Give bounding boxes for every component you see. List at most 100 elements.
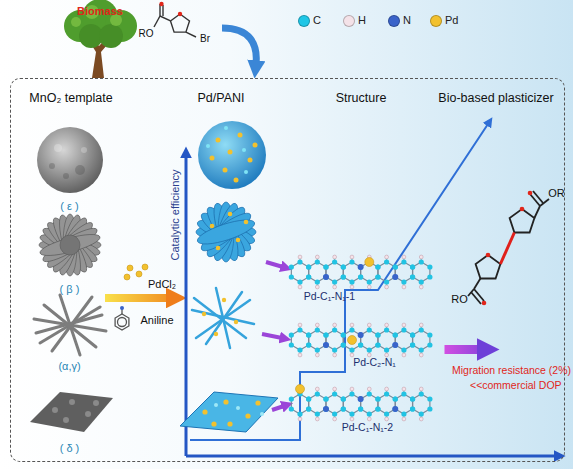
legend-label: Pd — [445, 14, 458, 27]
result-note: Migration resistance (2%) — [452, 364, 571, 376]
structure-model: Pd-C₁-N₁-1 — [290, 256, 445, 308]
pd-pani-rods — [202, 298, 238, 336]
pd-pani-sphere — [242, 148, 246, 152]
epsilon-mno2-sphere — [81, 147, 87, 153]
atom-label: RO — [139, 28, 154, 40]
pani-structure-strip — [289, 255, 433, 289]
delta-mno2-sheet — [30, 392, 113, 432]
tree-illustration — [71, 17, 81, 27]
beta-mno2-flower — [60, 235, 80, 255]
bromofuroate-molecule — [171, 14, 190, 32]
pani-structure-strip — [296, 385, 305, 394]
pd-pani-rods — [206, 292, 242, 344]
bifuran-diester-molecule — [476, 255, 501, 279]
structure-model: Pd-C₂-N₁ — [290, 324, 445, 376]
bromofuroate-molecule — [178, 12, 182, 16]
node-label: ( ε ) — [60, 200, 78, 213]
bromofuroate-molecule — [186, 32, 196, 37]
bromofuroate-molecule — [154, 16, 160, 27]
pdcl2-particles — [124, 274, 130, 280]
template-image: ( δ ) — [30, 385, 110, 459]
pd-pani-flower — [210, 212, 249, 251]
pdcl2-particles — [136, 271, 142, 277]
pd-pani-rods — [234, 320, 238, 324]
delta-mno2-sheet — [52, 407, 58, 413]
delta-mno2-sheet — [93, 400, 99, 406]
bifuran-diester-molecule — [474, 279, 480, 290]
pd-pani-sphere — [248, 158, 253, 163]
pd-pani-sphere — [210, 133, 258, 183]
pd-pani-rods — [192, 288, 254, 348]
alpha-gamma-mno2-rods — [34, 295, 106, 355]
pd-pani-sphere — [206, 144, 210, 148]
bifuran-diester-molecule — [530, 194, 540, 206]
pd-pani-sheet — [223, 399, 228, 404]
reaction-arrow — [445, 345, 478, 354]
node-label: Pd-C₁-N₁-2 — [342, 421, 393, 433]
bifuran-diester-molecule — [534, 206, 540, 218]
pdcl2-particles — [142, 264, 148, 270]
pd-pani-rods — [202, 312, 206, 316]
pd-pani-sheet — [245, 413, 250, 418]
atom-label: Br — [200, 33, 210, 45]
pd-pani-sphere — [253, 143, 258, 148]
delta-mno2-sheet — [63, 417, 69, 423]
bifuran-diester-molecule — [468, 289, 474, 296]
node-label: Pd-C₂-N₁ — [353, 356, 396, 368]
legend-label: C — [313, 14, 321, 27]
connector-arrows — [266, 262, 283, 267]
pani-structure-strip — [348, 336, 357, 345]
connector-arrows — [262, 334, 282, 338]
bifuran-diester-molecule — [471, 292, 481, 304]
node-label: ( β ) — [60, 283, 80, 296]
pd-pani-sphere — [238, 133, 243, 138]
epsilon-mno2-sphere — [49, 163, 55, 169]
pd-pani-flower — [244, 220, 249, 225]
bifuran-diester-molecule — [474, 289, 484, 301]
flow-arrow — [222, 28, 256, 64]
epsilon-mno2-sphere — [37, 127, 103, 193]
pd-pani-sphere — [228, 150, 233, 155]
pd-pani-sphere — [234, 178, 239, 183]
bifuran-diester-molecule — [540, 199, 549, 206]
pd-pani-sphere — [206, 126, 248, 174]
pd-pani-sphere — [224, 126, 228, 130]
node-label: Pd-C₁-N₁-1 — [304, 290, 355, 302]
pani-structure-strip — [289, 323, 433, 357]
column-heading: Pd/PANI — [197, 91, 244, 105]
column-heading: MnO₂ template — [29, 91, 112, 105]
pd-pani-sheet — [214, 403, 264, 416]
pd-pani-sheet — [211, 421, 216, 426]
tree-illustration — [99, 24, 123, 48]
pd-pani-sphere — [198, 121, 266, 189]
bifuran-diester-molecule — [500, 233, 514, 265]
pd-pani-sheet — [227, 421, 232, 426]
column-heading: Bio-based plasticizer — [438, 91, 553, 105]
legend-swatch — [430, 15, 442, 27]
bromofuroate-molecule — [162, 5, 163, 16]
aniline-ring — [120, 306, 124, 310]
pd-pani-sheet — [202, 409, 207, 414]
structure-model: Pd-C₁-N₁-2 — [290, 389, 445, 441]
pd-pani-flower — [195, 201, 257, 263]
axis-label: Catalytic efficiency — [169, 170, 182, 261]
pani-structure-strip — [289, 255, 433, 289]
node-label: RO — [451, 293, 468, 306]
epsilon-mno2-sphere — [63, 173, 69, 179]
epsilon-mno2-sphere — [37, 127, 103, 193]
pd-pani-sheet — [236, 406, 240, 410]
pd-pani-sphere — [244, 170, 248, 174]
pd-pani-sphere — [198, 121, 266, 189]
bifuran-diester-molecule — [528, 191, 533, 196]
pd-pani-sheet — [214, 403, 218, 407]
reagent-label: PdCl₂ — [148, 278, 176, 291]
synthesis-arrow — [105, 294, 170, 302]
legend-swatch — [343, 15, 355, 27]
bifuran-diester-molecule — [520, 207, 525, 212]
pd-pani-rods — [222, 298, 226, 302]
pani-structure-strip — [289, 387, 433, 421]
legend-label: N — [403, 14, 411, 27]
